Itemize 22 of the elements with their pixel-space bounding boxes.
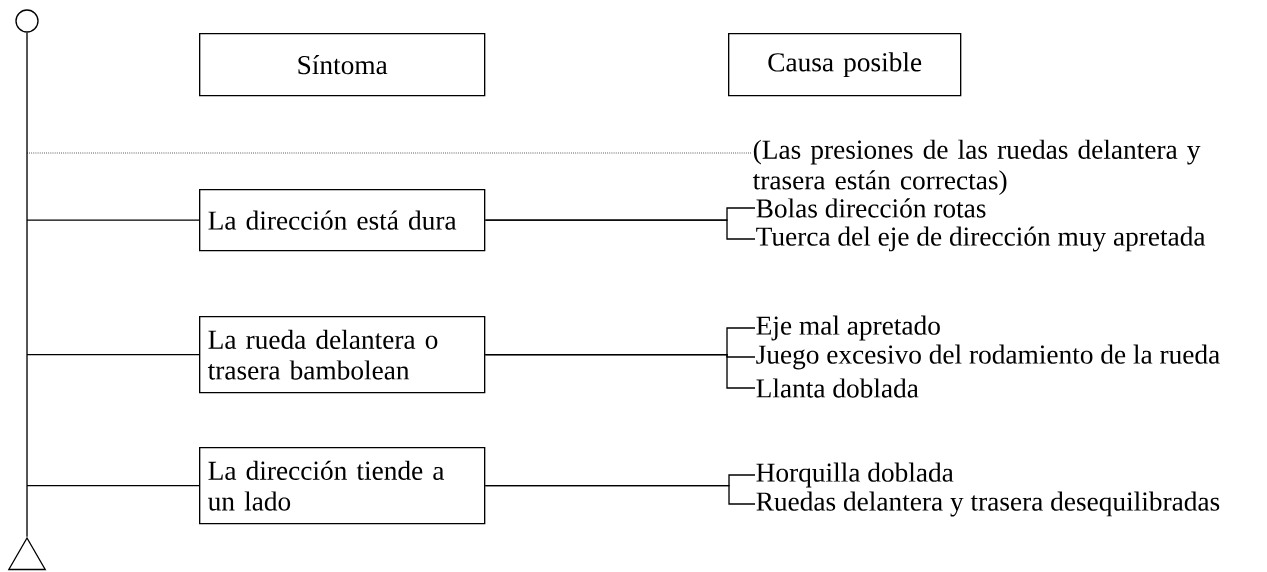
cause-text: Llanta doblada <box>756 378 919 398</box>
connector-line <box>484 485 756 505</box>
cause-text: Juego excesivo del rodamiento de la rueda <box>756 344 1220 370</box>
connector-line <box>484 354 756 389</box>
start-circle <box>15 9 39 33</box>
connector-line <box>26 354 200 356</box>
symptom-box: La dirección tiende a un lado <box>199 447 486 525</box>
cause-text: Ruedas delantera y trasera desequilibradas <box>756 491 1220 517</box>
connector-line <box>26 32 28 538</box>
symptom-box: La rueda delantera o trasera bambolean <box>199 316 486 394</box>
connector-line <box>484 219 756 240</box>
cause-text: Bolas dirección rotas <box>756 198 986 218</box>
cause-text: Horquilla doblada <box>756 462 954 488</box>
note-text: (Las presiones de las ruedas delantera y trasera están correctas) <box>752 139 1201 196</box>
dotted-line <box>26 152 753 154</box>
cause-text: Eje mal apretado <box>756 315 940 341</box>
connector-line <box>26 219 200 221</box>
connector-line <box>26 485 200 487</box>
header-box: Síntoma <box>199 33 486 97</box>
cause-text: Tuerca del eje de dirección muy apretada <box>756 226 1206 252</box>
symptom-box: La dirección está dura <box>199 189 486 252</box>
header-box: Causa posible <box>728 33 962 97</box>
